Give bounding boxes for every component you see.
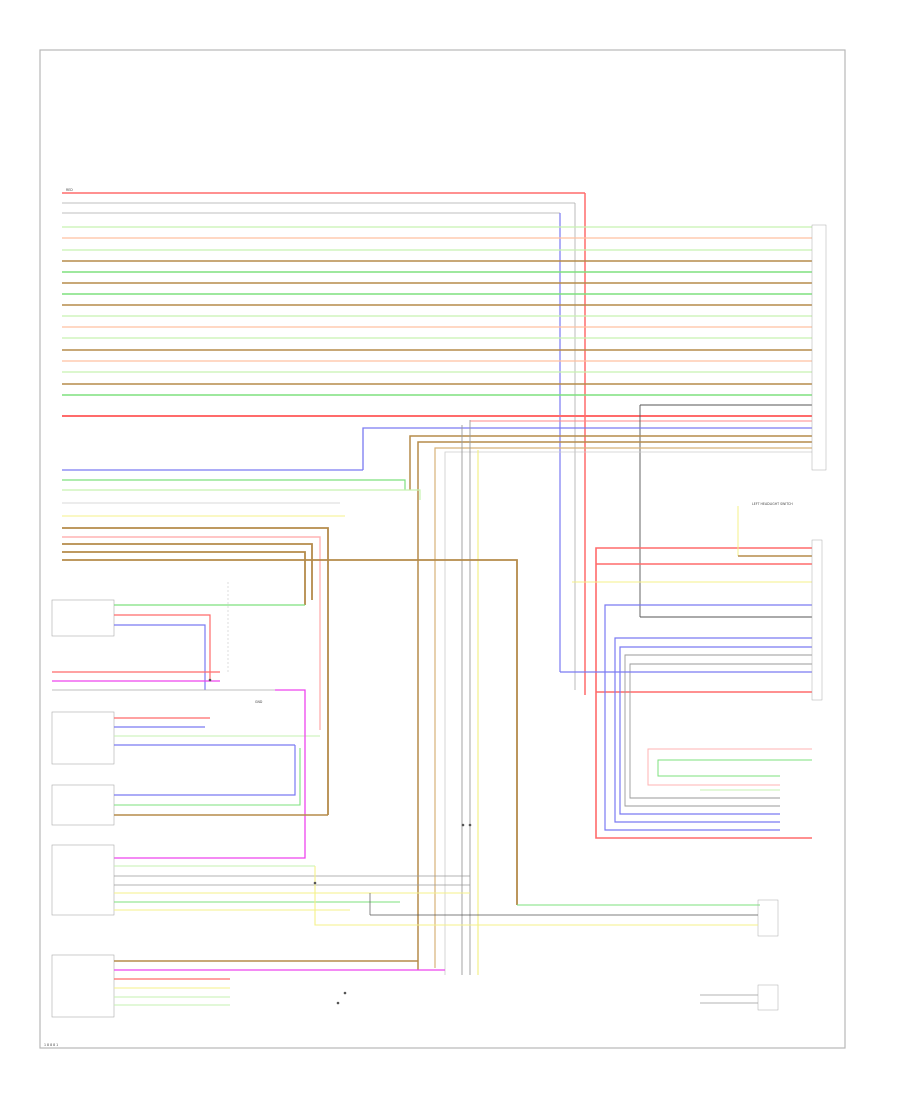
wire-brown-left3	[62, 551, 306, 605]
sensor-label: LEFT HEADLIGHT SWITCH	[752, 502, 793, 506]
wire-blue-bend	[362, 427, 812, 470]
connector-right-mid	[811, 539, 823, 701]
wire-brown-left4	[62, 559, 518, 905]
footer-code: 1 8 8 8 1	[44, 1043, 58, 1047]
connector-left-5	[51, 844, 115, 916]
wire-brown-bend3	[434, 447, 812, 968]
splice-point	[461, 823, 465, 827]
connector-right-bottom	[757, 984, 779, 1011]
top-red-label: RED	[66, 188, 73, 192]
wire-brown-bend2	[417, 441, 812, 970]
wire-brown-left1	[62, 527, 329, 815]
splice-point	[468, 823, 472, 827]
splice-point	[336, 1001, 340, 1005]
wire-red-right	[595, 547, 812, 839]
diagram-frame	[39, 49, 846, 1049]
connector-left-4	[51, 784, 115, 826]
connector-right-main	[811, 224, 827, 471]
connector-right-lower	[757, 899, 779, 937]
splice-point	[208, 678, 212, 682]
harness-bundle	[62, 226, 812, 396]
wire-magenta	[114, 689, 306, 859]
wire-green-left2	[62, 489, 421, 500]
connector-left-1	[51, 599, 115, 637]
wire-green-left	[62, 479, 406, 490]
splice-point	[313, 881, 317, 885]
ground-label: GND	[255, 700, 263, 704]
wire-pink-left	[62, 536, 321, 730]
connector-left-6	[51, 954, 115, 1018]
connector-left-3	[51, 711, 115, 765]
wire-brown-bend1	[409, 435, 812, 490]
splice-point	[343, 991, 347, 995]
wire-gray-bend	[444, 451, 812, 975]
wire-brown-left2	[62, 543, 313, 600]
